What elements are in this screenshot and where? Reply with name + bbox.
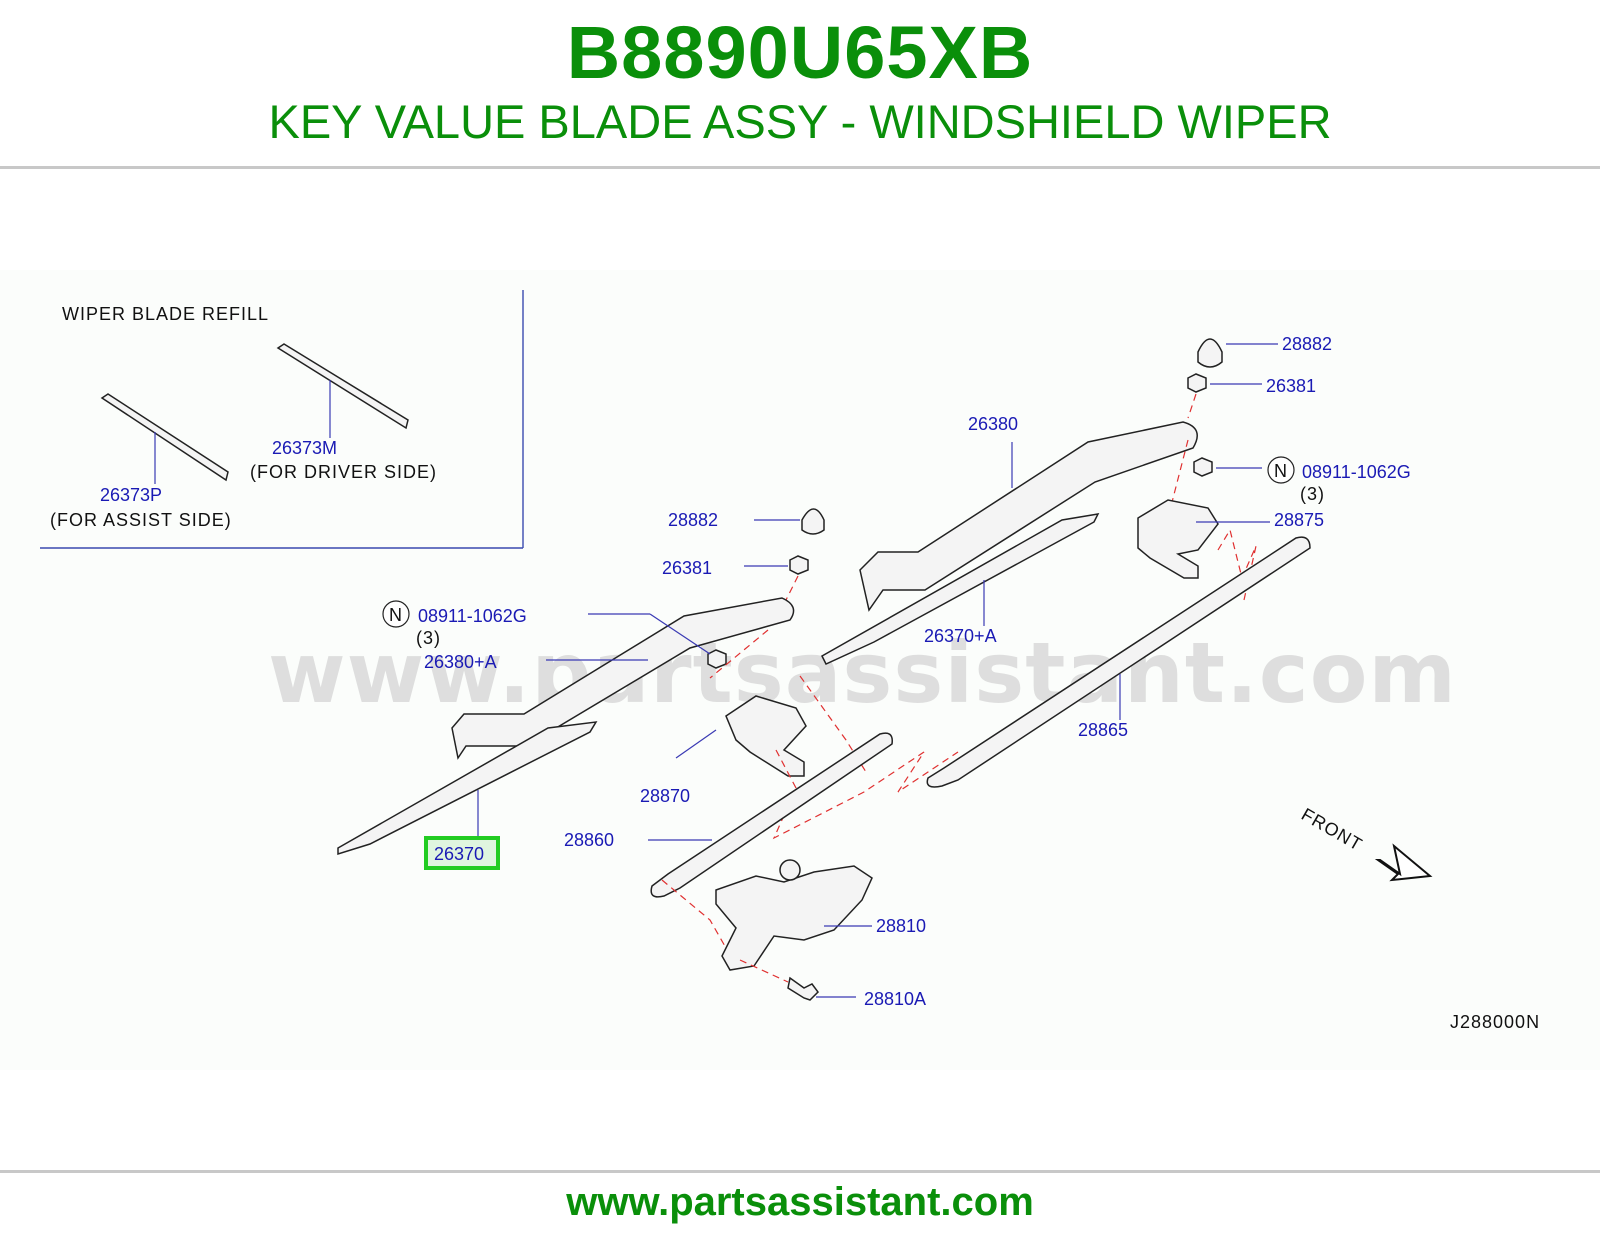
front-label: FRONT: [1298, 804, 1366, 855]
label-28860[interactable]: 28860: [564, 830, 614, 850]
link-rod-28860: [650, 732, 893, 898]
label-26381-top[interactable]: 26381: [1266, 376, 1316, 396]
assist-refill-strip: [100, 393, 229, 482]
cap-28882-mid: [801, 508, 825, 535]
leader-28870: [675, 729, 717, 759]
nut-08911-left: [707, 649, 727, 669]
dash-pivot-left-1: [799, 675, 867, 773]
dash-motor-1: [661, 879, 735, 963]
part-title: KEY VALUE BLADE ASSY - WINDSHIELD WIPER: [268, 95, 1332, 148]
driver-refill-strip: [276, 343, 409, 430]
footer-url[interactable]: www.partsassistant.com: [566, 1180, 1034, 1224]
label-28810a[interactable]: 28810A: [864, 989, 926, 1009]
header-divider: [0, 166, 1600, 169]
label-26380a[interactable]: 26380+A: [424, 652, 497, 672]
label-28810[interactable]: 28810: [876, 916, 926, 936]
link-rod-28865: [926, 536, 1311, 788]
driver-side-note: (FOR DRIVER SIDE): [250, 462, 437, 482]
qty-left: (3): [416, 628, 441, 648]
n-badge-right: [1267, 456, 1295, 484]
assist-side-note: (FOR ASSIST SIDE): [50, 510, 232, 530]
qty-right: (3): [1300, 484, 1325, 504]
pivot-28875: [1137, 499, 1219, 579]
label-28882-top[interactable]: 28882: [1282, 334, 1332, 354]
label-26373p[interactable]: 26373P: [100, 485, 162, 505]
left-arm-group: 28882 26381 26380+A N 08911-1062G (3) 28…: [337, 508, 959, 898]
bolt-28810a: [787, 976, 819, 1001]
label-26370a[interactable]: 26370+A: [924, 626, 997, 646]
parts-diagram-svg: www.partsassistant.com WIPER BLADE REFIL…: [40, 290, 1540, 1032]
dash-mid-2: [709, 629, 769, 679]
label-28875[interactable]: 28875: [1274, 510, 1324, 530]
nut-26381-mid: [789, 555, 809, 575]
label-28865[interactable]: 28865: [1078, 720, 1128, 740]
label-26381-mid[interactable]: 26381: [662, 558, 712, 578]
motor-group: 28810 28810A: [661, 859, 926, 1009]
label-26380[interactable]: 26380: [968, 414, 1018, 434]
n-badge-right-text: N: [1274, 461, 1288, 481]
label-26373m[interactable]: 26373M: [272, 438, 337, 458]
dash-motor-bolt: [739, 959, 789, 983]
label-08911-right[interactable]: 08911-1062G: [1302, 462, 1411, 482]
front-indicator: FRONT: [1298, 804, 1433, 882]
refill-title: WIPER BLADE REFILL: [62, 304, 269, 324]
highlight-box-26370[interactable]: [424, 836, 500, 870]
nut-26381-top: [1187, 373, 1207, 393]
n-badge-left: [382, 600, 410, 628]
right-arm-group: 28882 26381 26380 N 08911-1062G (3) 2887…: [821, 334, 1411, 788]
part-number: B8890U65XB: [566, 11, 1034, 94]
front-arrow-icon: [1374, 843, 1433, 882]
n-badge-left-text: N: [389, 605, 403, 625]
footer-divider: [0, 1170, 1600, 1173]
label-26370[interactable]: 26370: [434, 844, 484, 864]
wiper-blade-26370a: [821, 513, 1100, 665]
header: B8890U65XB KEY VALUE BLADE ASSY - WINDSH…: [0, 0, 1600, 168]
label-28882-mid[interactable]: 28882: [668, 510, 718, 530]
parts-diagram: www.partsassistant.com WIPER BLADE REFIL…: [0, 270, 1600, 1070]
wiper-motor-28810: [715, 865, 873, 971]
diagram-code: J288000N: [1450, 1012, 1540, 1032]
pivot-28870: [725, 695, 807, 777]
wiper-blade-26370: [337, 721, 598, 856]
label-08911-left[interactable]: 08911-1062G: [418, 606, 527, 626]
motor-pivot-cap: [779, 859, 801, 881]
dash-mid-1: [785, 575, 799, 601]
wiper-arm-26380: [859, 421, 1198, 612]
refill-inset: WIPER BLADE REFILL 26373M (FOR DRIVER SI…: [40, 290, 524, 549]
nut-08911-right: [1193, 457, 1213, 477]
cap-28882-top: [1197, 338, 1223, 368]
leader-08911-left-b: [649, 613, 711, 655]
dash-pivot-left-2: [772, 749, 959, 840]
dash-top-1: [1187, 393, 1197, 419]
dash-top-2: [1169, 439, 1189, 511]
label-28870[interactable]: 28870: [640, 786, 690, 806]
